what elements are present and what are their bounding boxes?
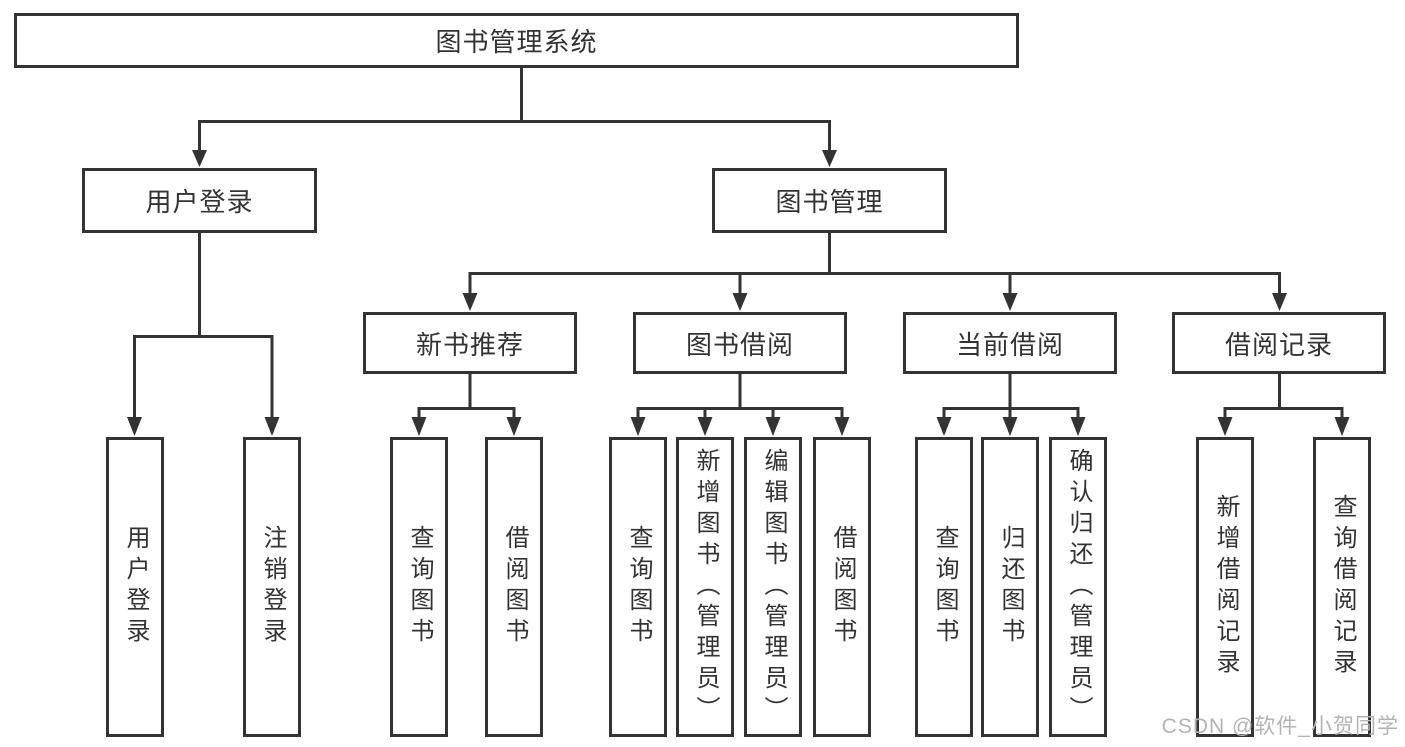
connector-user-login-to-leaves: [127, 233, 280, 436]
leaf-query-books-1: 查询图书: [390, 437, 448, 737]
leaf-user-login: 用户登录: [106, 437, 164, 737]
leaf-borrow-books-1-label: 借阅图书: [501, 525, 528, 649]
leaf-edit-books-admin-label: 编辑图书（管理员）: [760, 447, 787, 727]
node-user-login-label: 用户登录: [145, 187, 254, 217]
node-user-login: 用户登录: [82, 168, 317, 233]
leaf-query-borrow-record: 查询借阅记录: [1313, 437, 1371, 737]
leaf-add-borrow-record: 新增借阅记录: [1196, 437, 1254, 737]
leaf-query-books-2-label: 查询图书: [625, 525, 652, 649]
node-new-book-recommend-label: 新书推荐: [415, 329, 524, 360]
leaf-borrow-books-2: 借阅图书: [813, 437, 871, 737]
leaf-add-borrow-record-label: 新增借阅记录: [1212, 494, 1239, 680]
node-book-borrow: 图书借阅: [633, 312, 847, 374]
leaf-add-books-admin: 新增图书（管理员）: [676, 437, 734, 737]
leaf-logout: 注销登录: [243, 437, 301, 737]
node-book-borrow-label: 图书借阅: [685, 329, 794, 360]
leaf-logout-label: 注销登录: [259, 525, 286, 649]
node-new-book-recommend: 新书推荐: [363, 312, 577, 374]
node-borrow-records: 借阅记录: [1172, 312, 1386, 374]
leaf-return-books: 归还图书: [981, 437, 1039, 737]
leaf-query-books-3-label: 查询图书: [931, 525, 958, 649]
connector-new-book-recommend-to-leaves: [411, 374, 522, 436]
connector-root-to-level2: [192, 68, 837, 167]
node-book-management: 图书管理: [712, 168, 947, 233]
leaf-edit-books-admin: 编辑图书（管理员）: [744, 437, 802, 737]
connector-current-borrow-to-leaves: [936, 374, 1086, 436]
node-library-system-label: 图书管理系统: [435, 27, 598, 57]
node-book-management-label: 图书管理: [775, 187, 884, 217]
node-current-borrow-label: 当前借阅: [955, 329, 1064, 360]
node-library-system: 图书管理系统: [14, 13, 1019, 68]
leaf-confirm-return-admin: 确认归还（管理员）: [1049, 437, 1107, 737]
connector-book-management-to-level3: [462, 233, 1287, 311]
leaf-return-books-label: 归还图书: [997, 525, 1024, 649]
leaf-add-books-admin-label: 新增图书（管理员）: [692, 447, 719, 727]
connector-borrow-records-to-leaves: [1217, 374, 1350, 436]
leaf-user-login-label: 用户登录: [122, 525, 149, 649]
leaf-borrow-books-1: 借阅图书: [485, 437, 543, 737]
csdn-watermark: CSDN @软件_小贺同学: [1161, 715, 1399, 738]
connector-book-borrow-to-leaves: [630, 374, 850, 436]
leaf-query-borrow-record-label: 查询借阅记录: [1329, 494, 1356, 680]
leaf-query-books-1-label: 查询图书: [406, 525, 433, 649]
leaf-confirm-return-admin-label: 确认归还（管理员）: [1065, 447, 1092, 727]
node-borrow-records-label: 借阅记录: [1224, 329, 1333, 360]
leaf-borrow-books-2-label: 借阅图书: [829, 525, 856, 649]
leaf-query-books-2: 查询图书: [609, 437, 667, 737]
node-current-borrow: 当前借阅: [903, 312, 1117, 374]
leaf-query-books-3: 查询图书: [915, 437, 973, 737]
